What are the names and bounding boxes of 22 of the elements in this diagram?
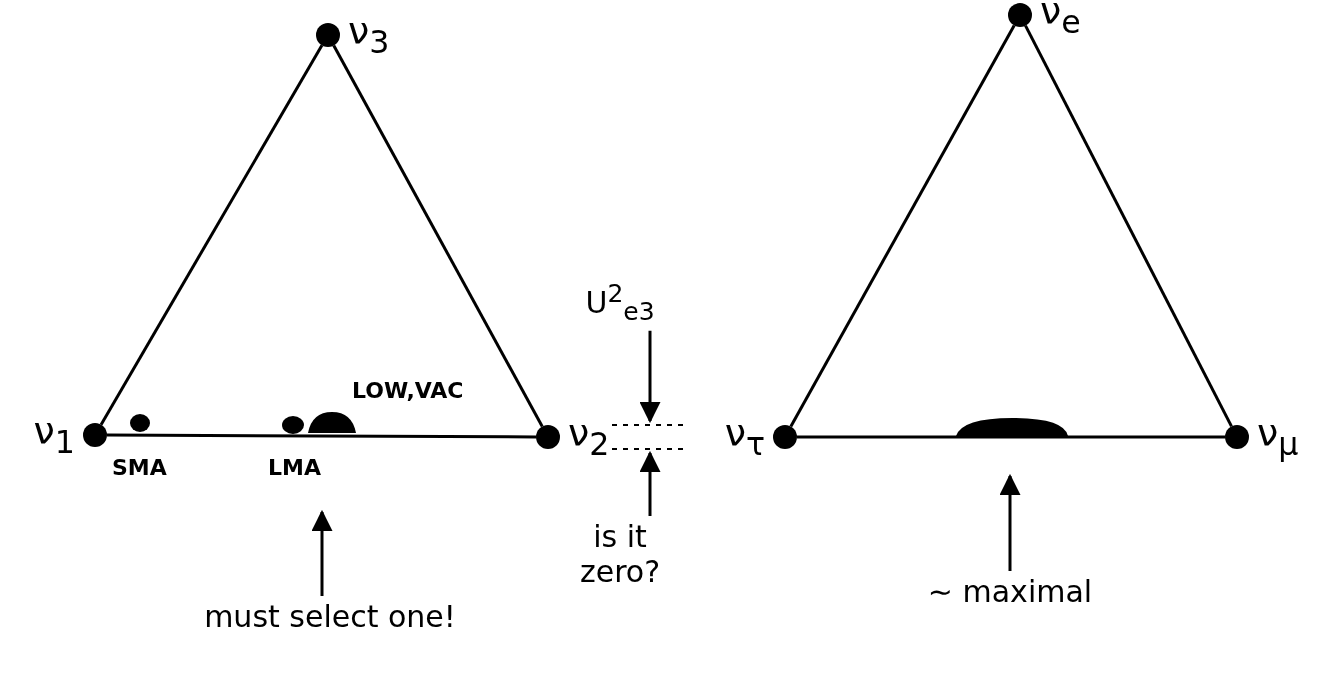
- annotation-text: must select one!: [140, 600, 520, 635]
- triangle-side: [99, 44, 324, 426]
- arrow: [311, 509, 333, 596]
- vertex-label: ν$_{τ}$: [724, 413, 765, 461]
- region-label: LMA: [268, 455, 321, 480]
- vertex-label: ν$_{2}$: [568, 413, 610, 461]
- triangle-side: [107, 433, 536, 439]
- triangle-side: [789, 24, 1016, 428]
- vertex-label: ν$_{e}$: [1040, 0, 1081, 39]
- arrow: [639, 330, 661, 424]
- vertex-label: ν$_{3}$: [348, 11, 390, 59]
- triangle-side: [332, 44, 544, 428]
- arrow: [999, 473, 1021, 571]
- annotation-text: is it zero?: [560, 520, 680, 589]
- region-label: LOW,VAC: [352, 378, 464, 403]
- triangle-side: [797, 435, 1225, 439]
- region-label: SMA: [112, 455, 167, 480]
- triangle-side: [1024, 25, 1233, 427]
- vertex-label: ν$_{1}$: [33, 411, 75, 459]
- annotation-text: ∼ maximal: [900, 575, 1120, 610]
- vertex-label: ν$_{μ}$: [1257, 413, 1299, 461]
- arrow: [639, 450, 661, 516]
